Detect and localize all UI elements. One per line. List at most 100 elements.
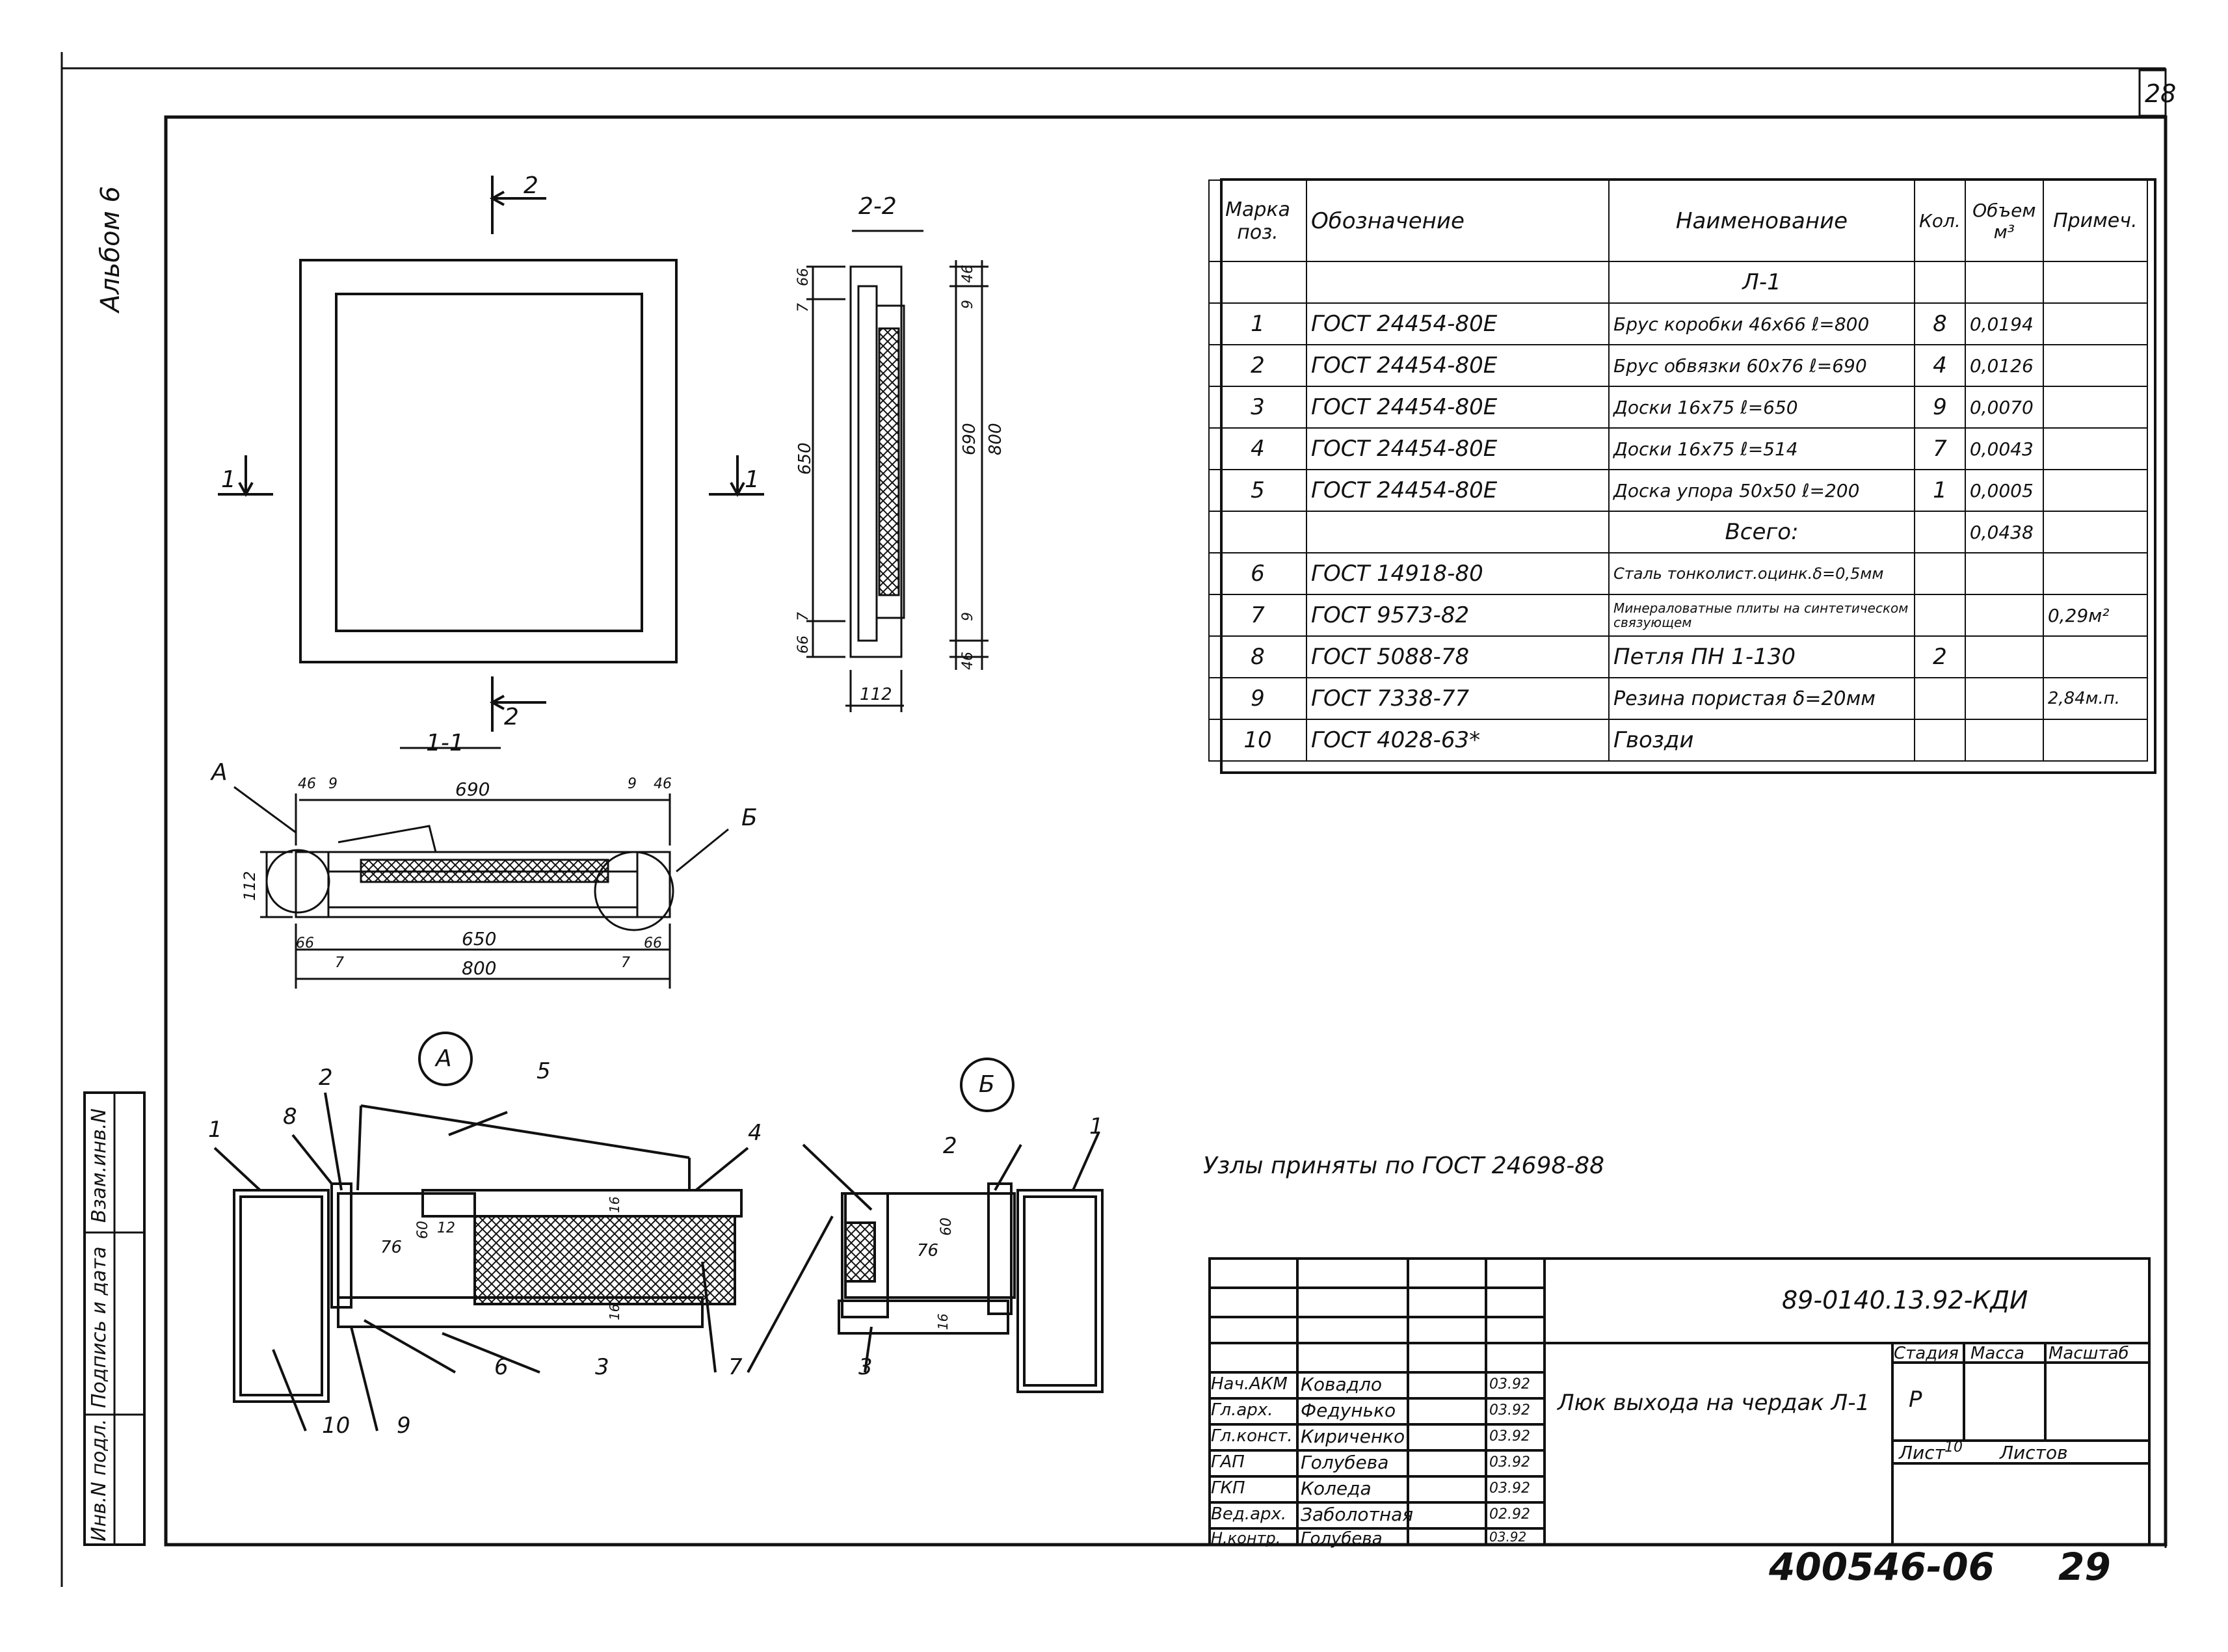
dim-2-2-66b: 66	[795, 635, 812, 654]
header-volume: Объем м³	[1964, 180, 2044, 262]
detail-b-title: Б	[979, 1071, 995, 1098]
row-volume: 0,0126	[1964, 344, 2044, 387]
row-note	[2042, 552, 2148, 595]
row-pos: 4	[1208, 427, 1307, 470]
row-name: Сталь тонколист.оцинк.δ=0,5мм	[1608, 552, 1915, 595]
person-name: Кириченко	[1301, 1426, 1405, 1447]
detail-b-pos-1: 1	[1089, 1113, 1104, 1139]
row-designation: ГОСТ 7338-77	[1306, 677, 1610, 720]
person-role: Н.контр.	[1211, 1529, 1281, 1547]
row-pos: 1	[1208, 302, 1307, 345]
table-row: 5 ГОСТ 24454-80Е Доска упора 50х50 ℓ=200…	[1208, 469, 2148, 512]
person-role: Гл.конст.	[1211, 1426, 1293, 1446]
dim-1-1-66a: 66	[296, 935, 314, 952]
row-name: Брус обвязки 60х76 ℓ=690	[1608, 344, 1915, 387]
row-qty: 7	[1914, 427, 1966, 470]
section-1-1	[233, 747, 729, 989]
title-block-title: Люк выхода на чердак Л-1	[1558, 1390, 1870, 1416]
row-volume: 0,0043	[1964, 427, 2044, 470]
dim-2-2-66a: 66	[795, 268, 812, 286]
row-note	[2042, 344, 2148, 387]
row-designation: ГОСТ 24454-80Е	[1306, 469, 1610, 512]
row-designation: ГОСТ 24454-80Е	[1306, 344, 1610, 387]
table-row: 7 ГОСТ 9573-82 Минераловатные плиты на с…	[1208, 594, 2148, 637]
person-date: 03.92	[1489, 1402, 1530, 1419]
table-row: 1 ГОСТ 24454-80Е Брус коробки 46х66 ℓ=80…	[1208, 302, 2148, 345]
detail-b-dim-76: 76	[917, 1241, 939, 1260]
person-date: 03.92	[1489, 1454, 1530, 1471]
row-pos	[1208, 511, 1307, 553]
person-name: Федунько	[1301, 1400, 1396, 1421]
detail-b-dim-60: 60	[938, 1218, 955, 1236]
scale-label: Масштаб	[2049, 1344, 2129, 1363]
plan-mark-top: 2	[524, 172, 538, 199]
row-note: 2,84м.п.	[2042, 677, 2148, 720]
archive-page: 29	[2058, 1545, 2111, 1589]
detail-a-pos-1: 1	[208, 1117, 222, 1143]
dim-2-2-9b: 9	[960, 612, 976, 621]
dim-1-1-800: 800	[462, 957, 497, 979]
detail-a-dim-16b: 16	[607, 1303, 622, 1320]
row-name: Резина пористая δ=20мм	[1608, 677, 1915, 720]
person-name: Голубева	[1301, 1529, 1383, 1549]
dim-1-1-9a: 9	[328, 776, 338, 792]
detail-a-pos-9: 9	[397, 1413, 411, 1439]
detail-b	[747, 1058, 1104, 1393]
dim-1-1-7b: 7	[621, 955, 630, 971]
row-pos: 5	[1208, 469, 1307, 512]
dim-2-2-800: 800	[986, 423, 1005, 455]
table-row: 6 ГОСТ 14918-80 Сталь тонколист.оцинк.δ=…	[1208, 552, 2148, 595]
album-label: Альбом 6	[96, 186, 126, 312]
table-row: 2 ГОСТ 24454-80Е Брус обвязки 60х76 ℓ=69…	[1208, 344, 2148, 387]
detail-a-dim-12: 12	[437, 1220, 455, 1236]
section-1-1-title: 1-1	[426, 730, 464, 756]
row-designation	[1306, 511, 1610, 553]
dim-2-2-46a: 46	[960, 265, 976, 283]
table-row: 8 ГОСТ 5088-78 Петля ПН 1-130 2	[1208, 635, 2148, 678]
detail-a-pos-10: 10	[322, 1413, 351, 1439]
detail-b-pos-2: 2	[943, 1133, 957, 1159]
table-row: 9 ГОСТ 7338-77 Резина пористая δ=20мм 2,…	[1208, 677, 2148, 720]
detail-a-pos-2: 2	[319, 1065, 333, 1091]
person-date: 03.92	[1489, 1428, 1530, 1445]
row-qty	[1914, 719, 1966, 762]
plan-mark-left: 1	[221, 466, 236, 493]
row-pos: 6	[1208, 552, 1307, 595]
detail-a	[213, 1032, 749, 1432]
row-pos: 7	[1208, 594, 1307, 637]
row-pos: 8	[1208, 635, 1307, 678]
row-volume	[1964, 719, 2044, 762]
person-date: 03.92	[1489, 1480, 1530, 1497]
row-name: Минераловатные плиты на синтетическом св…	[1608, 594, 1915, 637]
row-qty: 2	[1914, 635, 1966, 678]
table-row: 3 ГОСТ 24454-80Е Доски 16х75 ℓ=650 9 0,0…	[1208, 386, 2148, 429]
row-note	[2042, 469, 2148, 512]
title-block-code: 89-0140.13.92-КДИ	[1782, 1286, 2028, 1314]
row-volume: 0,0194	[1964, 302, 2044, 345]
row-volume	[1964, 635, 2044, 678]
detail-a-pos-7: 7	[728, 1354, 743, 1380]
dim-2-2-7b: 7	[795, 612, 812, 621]
row-qty: 8	[1914, 302, 1966, 345]
sheets-label: Листов	[2000, 1442, 2068, 1463]
row-qty	[1914, 511, 1966, 553]
row-pos: 3	[1208, 386, 1307, 429]
row-note	[2042, 511, 2148, 553]
callout-b-label: Б	[741, 805, 758, 831]
dim-1-1-690: 690	[455, 779, 490, 800]
row-designation: ГОСТ 24454-80Е	[1306, 302, 1610, 345]
detail-a-pos-3: 3	[595, 1354, 609, 1380]
detail-a-title: А	[436, 1045, 452, 1072]
sheet-frame	[60, 52, 2168, 1587]
dim-1-1-112: 112	[241, 871, 259, 901]
mass-label: Масса	[1970, 1344, 2024, 1363]
dim-1-1-7a: 7	[335, 955, 344, 971]
callout-a-label: А	[211, 759, 228, 786]
row-pos: 10	[1208, 719, 1307, 762]
row-volume: 0,0005	[1964, 469, 2044, 512]
detail-a-dim-76: 76	[380, 1238, 403, 1257]
row-qty: 9	[1914, 386, 1966, 429]
row-name: Всего:	[1608, 511, 1915, 553]
person-role: ГКП	[1211, 1478, 1245, 1498]
